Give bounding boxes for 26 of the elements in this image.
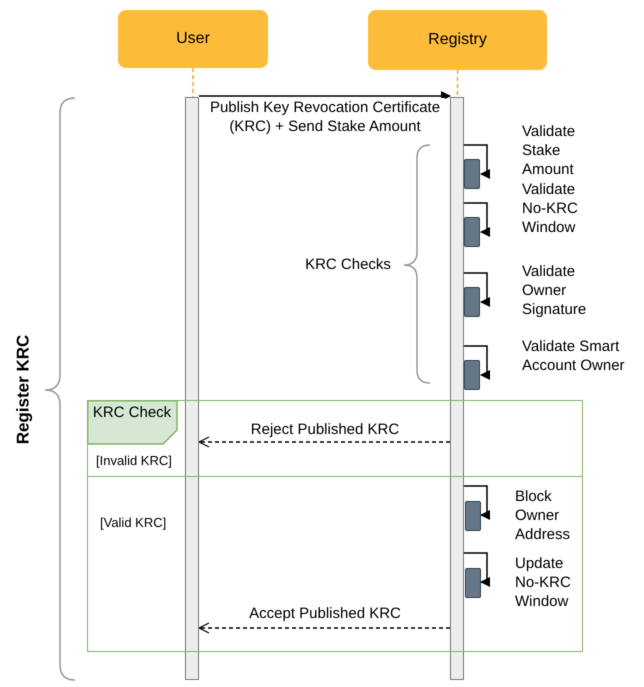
return-arrow [198,622,450,634]
bracket-label: KRC Checks [304,255,392,274]
self-call-arrow [464,202,490,237]
activation-bar [185,97,199,680]
self-call-arrow [464,144,490,179]
self-call-arrow [464,345,490,380]
activation-bar [450,97,464,680]
activation-box [464,159,480,189]
activation-box [465,501,481,531]
lifeline [456,70,458,97]
activation-box [464,287,480,317]
self-call-arrow [464,272,490,307]
activation-box [465,568,481,598]
guard-condition: [Invalid KRC] [96,452,173,470]
return-arrow [198,436,450,448]
fragment-title: KRC Check [92,403,172,423]
activation-box [464,217,480,247]
activation-box [464,360,480,390]
message-arrow [199,91,451,101]
participant-box: Registry [368,10,547,70]
self-call-arrow [464,485,490,520]
lifeline [192,68,194,97]
self-call-arrow [464,552,490,587]
bracket-label: Register KRC [14,334,32,446]
guard-condition: [Valid KRC] [100,514,168,532]
participant-box: User [118,10,268,68]
